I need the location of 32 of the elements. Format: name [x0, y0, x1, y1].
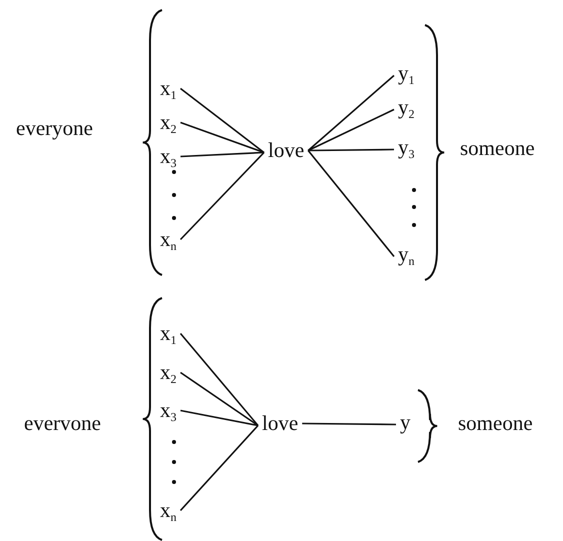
connector-line: [180, 122, 264, 154]
connector-line: [180, 88, 264, 154]
variable-label: x$_{n}$: [160, 500, 176, 521]
group-label: someone: [458, 413, 533, 434]
connector-line: [308, 108, 394, 152]
variable-label: love: [262, 413, 298, 434]
variable-label: x$_{3}$: [160, 400, 176, 421]
connector-line: [180, 152, 265, 240]
group-label: everyone: [16, 118, 93, 139]
variable-label: x$_{2}$: [160, 112, 176, 133]
variable-label: y$_{3}$: [398, 137, 414, 158]
connector-line: [180, 424, 259, 512]
variable-label: y$_{2}$: [398, 97, 414, 118]
connector-line: [180, 152, 264, 158]
connector-line: [308, 74, 395, 152]
connector-line: [308, 148, 394, 152]
variable-label: y: [400, 412, 410, 433]
variable-label: y$_{n}$: [398, 244, 414, 265]
connector-line: [180, 372, 258, 426]
variable-label: love: [268, 140, 304, 161]
variable-label: x$_{3}$: [160, 146, 176, 167]
group-label: evervone: [24, 413, 101, 434]
variable-label: x$_{2}$: [160, 362, 176, 383]
connector-line: [180, 410, 258, 426]
variable-label: x$_{1}$: [160, 78, 176, 99]
variable-label: x$_{n}$: [160, 229, 176, 250]
connector-line: [308, 150, 395, 257]
group-label: someone: [460, 138, 535, 159]
connector-line: [180, 332, 259, 426]
variable-label: x$_{1}$: [160, 323, 176, 344]
connector-line: [302, 422, 396, 426]
variable-label: y$_{1}$: [398, 63, 414, 84]
